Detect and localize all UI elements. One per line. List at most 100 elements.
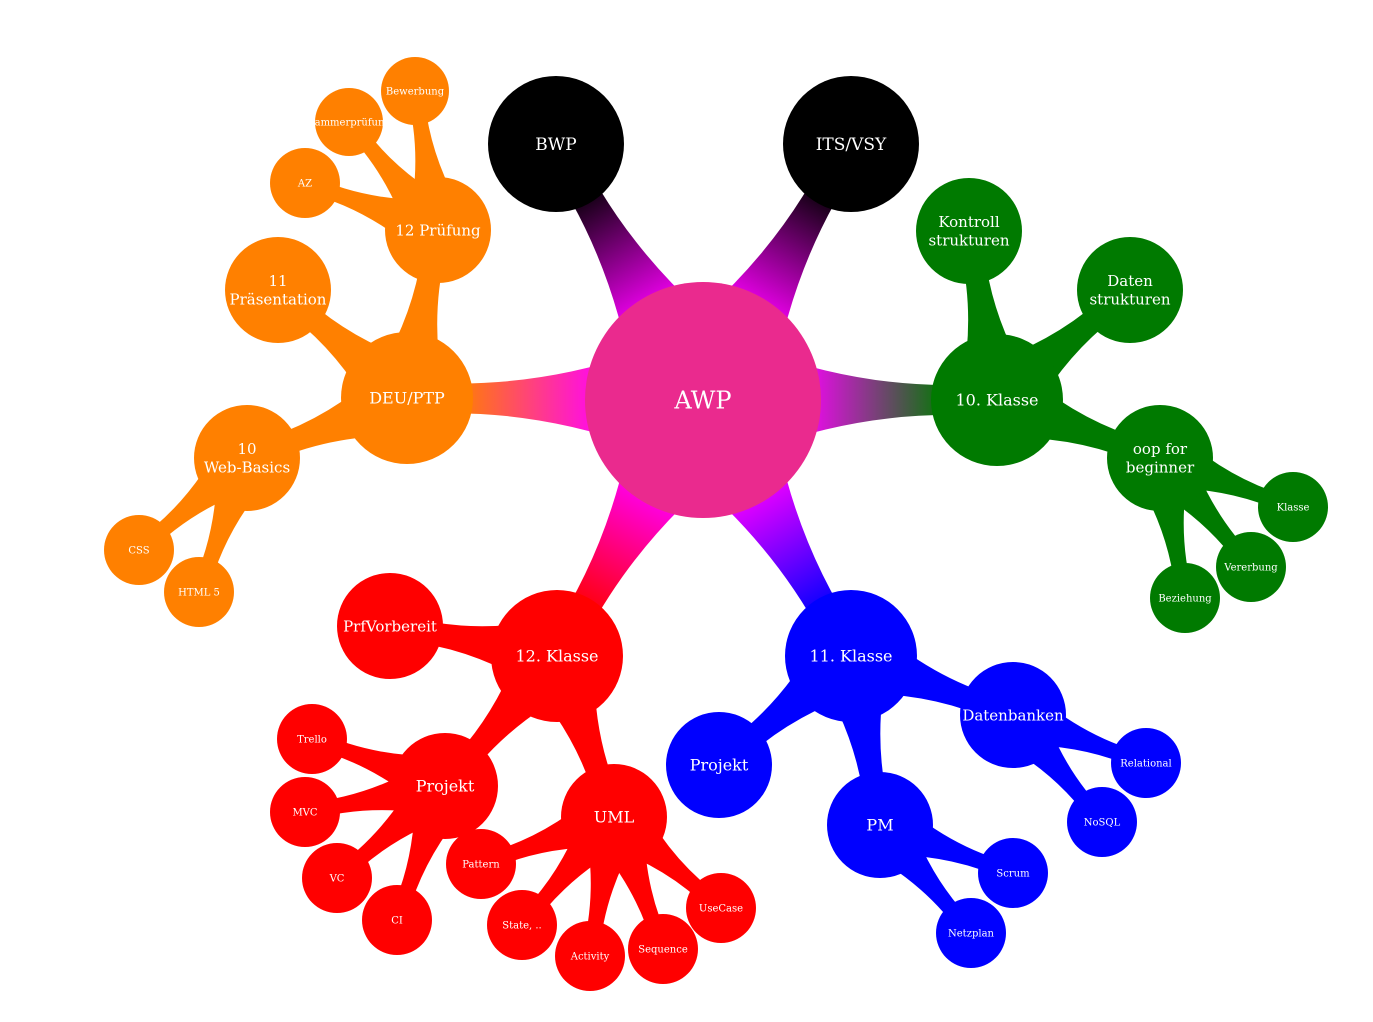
node-trello[interactable]: Trello: [277, 704, 347, 774]
node-sequence-circle: [628, 914, 698, 984]
node-k11-label: 11. Klasse: [809, 647, 892, 666]
node-usecase[interactable]: UseCase: [686, 873, 756, 943]
node-kontroll-label-line: strukturen: [928, 232, 1009, 250]
node-prf-label-line: PrfVorbereit: [343, 617, 437, 635]
node-netzplan-label: Netzplan: [948, 929, 995, 940]
node-vererbung-label: Vererbung: [1223, 563, 1278, 574]
node-projekt11[interactable]: Projekt: [666, 712, 772, 818]
node-vc[interactable]: VC: [302, 843, 372, 913]
node-ci-label: CI: [391, 916, 403, 927]
node-state[interactable]: State, ..: [487, 890, 557, 960]
node-sequence[interactable]: Sequence: [628, 914, 698, 984]
node-oop-label-line: oop for: [1133, 440, 1188, 458]
node-klasse-label: Klasse: [1277, 503, 1310, 514]
node-html5-label-line: HTML 5: [178, 588, 220, 599]
node-klasse[interactable]: Klasse: [1258, 472, 1328, 542]
node-vererbung[interactable]: Vererbung: [1216, 532, 1286, 602]
node-bewerbung-circle: [381, 57, 449, 125]
node-netzplan[interactable]: Netzplan: [936, 898, 1006, 968]
node-pattern[interactable]: Pattern: [446, 829, 516, 899]
node-praes-circle: [225, 237, 331, 343]
node-root[interactable]: AWP: [585, 282, 821, 518]
node-uml[interactable]: UML: [561, 764, 667, 870]
node-k11[interactable]: 11. Klasse: [785, 590, 917, 722]
node-k12-label: 12. Klasse: [515, 647, 598, 666]
node-beziehung-label: Beziehung: [1158, 594, 1212, 605]
node-mvc[interactable]: MVC: [270, 777, 340, 847]
node-activity-label: Activity: [570, 952, 610, 963]
node-html5-circle: [164, 557, 234, 627]
node-pattern-circle: [446, 829, 516, 899]
node-k10-label: 10. Klasse: [955, 391, 1038, 410]
node-bwp-label: BWP: [535, 135, 576, 155]
node-ci[interactable]: CI: [362, 885, 432, 955]
node-pruef-label: 12 Prüfung: [395, 221, 481, 239]
node-relational[interactable]: Relational: [1111, 728, 1181, 798]
node-sequence-label-line: Sequence: [638, 945, 688, 956]
node-praes-label-line: 11: [268, 272, 287, 290]
node-kammer-label-line: Kammerprüfung: [307, 118, 391, 129]
node-ci-circle: [362, 885, 432, 955]
node-its[interactable]: ITS/VSY: [783, 76, 919, 212]
node-mvc-circle: [270, 777, 340, 847]
node-its-label-line: ITS/VSY: [816, 135, 887, 155]
node-nosql[interactable]: NoSQL: [1067, 787, 1137, 857]
node-beziehung-circle: [1150, 563, 1220, 633]
node-uml-label-line: UML: [594, 808, 635, 827]
node-vererbung-label-line: Vererbung: [1223, 563, 1278, 574]
node-scrum[interactable]: Scrum: [978, 838, 1048, 908]
node-kammer-label: Kammerprüfung: [307, 118, 391, 129]
node-relational-label: Relational: [1120, 759, 1171, 770]
node-az[interactable]: AZ: [270, 148, 340, 218]
node-daten-label-line: Daten: [1107, 272, 1153, 290]
node-projekt12[interactable]: Projekt: [392, 733, 498, 839]
node-kammer[interactable]: Kammerprüfung: [307, 88, 391, 156]
node-db-label-line: Datenbanken: [962, 706, 1064, 724]
node-css[interactable]: CSS: [104, 515, 174, 585]
node-pm[interactable]: PM: [827, 772, 933, 878]
node-pm-circle: [827, 772, 933, 878]
node-db[interactable]: Datenbanken: [960, 662, 1066, 768]
node-html5[interactable]: HTML 5: [164, 557, 234, 627]
node-db-circle: [960, 662, 1066, 768]
node-praes-label-line: Präsentation: [230, 291, 327, 309]
node-mvc-label: MVC: [292, 808, 317, 819]
node-root-circle: [585, 282, 821, 518]
node-prf-label: PrfVorbereit: [343, 617, 437, 635]
node-bewerbung[interactable]: Bewerbung: [381, 57, 449, 125]
node-deu[interactable]: DEU/PTP: [341, 332, 473, 464]
node-daten-label-line: strukturen: [1089, 291, 1170, 309]
node-bewerbung-label-line: Bewerbung: [386, 87, 445, 98]
node-k10[interactable]: 10. Klasse: [931, 334, 1063, 466]
node-beziehung[interactable]: Beziehung: [1150, 563, 1220, 633]
node-bwp-circle: [488, 76, 624, 212]
node-projekt12-circle: [392, 733, 498, 839]
node-html5-label: HTML 5: [178, 588, 220, 599]
node-netzplan-label-line: Netzplan: [948, 929, 995, 940]
node-pruef[interactable]: 12 Prüfung: [385, 177, 491, 283]
node-kontroll-circle: [916, 178, 1022, 284]
node-web-label-line: 10: [237, 440, 256, 458]
node-usecase-label-line: UseCase: [699, 904, 743, 915]
node-k12[interactable]: 12. Klasse: [491, 590, 623, 722]
node-bwp[interactable]: BWP: [488, 76, 624, 212]
node-activity-label-line: Activity: [570, 952, 610, 963]
node-its-circle: [783, 76, 919, 212]
node-activity[interactable]: Activity: [555, 921, 625, 991]
node-az-circle: [270, 148, 340, 218]
node-nosql-label-line: NoSQL: [1084, 818, 1121, 829]
root-label: AWP: [673, 386, 731, 414]
node-css-label: CSS: [128, 546, 149, 557]
node-prf[interactable]: PrfVorbereit: [337, 573, 443, 679]
